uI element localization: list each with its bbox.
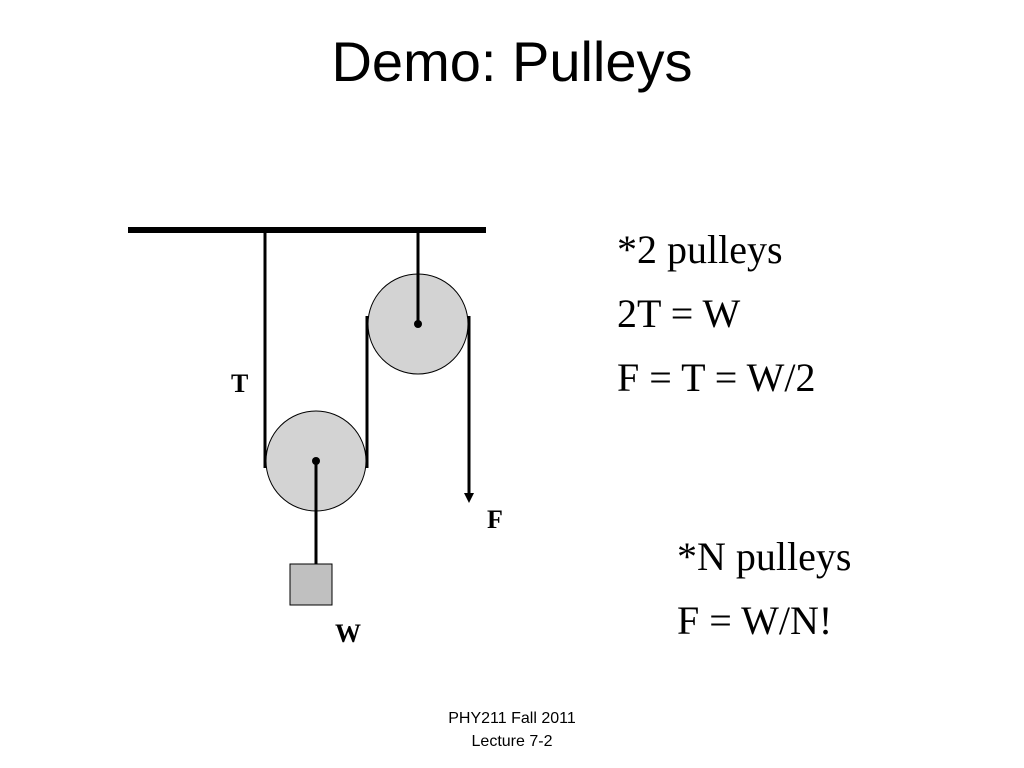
note-line: F = W/N!: [677, 598, 833, 643]
footer-course: PHY211 Fall 2011: [448, 710, 576, 727]
weight-label: W: [335, 619, 361, 648]
n-pulley-notes: *N pulleys F = W/N!: [677, 525, 851, 653]
weight-block: [289, 563, 333, 606]
footer-lecture: Lecture 7-2: [471, 733, 553, 750]
note-line: *2 pulleys: [617, 227, 783, 272]
note-line: F = T = W/2: [617, 355, 816, 400]
tension-label: T: [231, 369, 248, 398]
note-line: *N pulleys: [677, 534, 852, 579]
note-line: 2T = W: [617, 291, 741, 336]
force-label: F: [487, 505, 503, 534]
slide-title: Demo: Pulleys: [331, 30, 693, 93]
two-pulley-notes: *2 pulleys 2T = W F = T = W/2: [617, 218, 816, 410]
slide-footer: PHY211 Fall 2011 Lecture 7-2: [362, 707, 662, 753]
upper-pulley-axle: [414, 320, 422, 328]
